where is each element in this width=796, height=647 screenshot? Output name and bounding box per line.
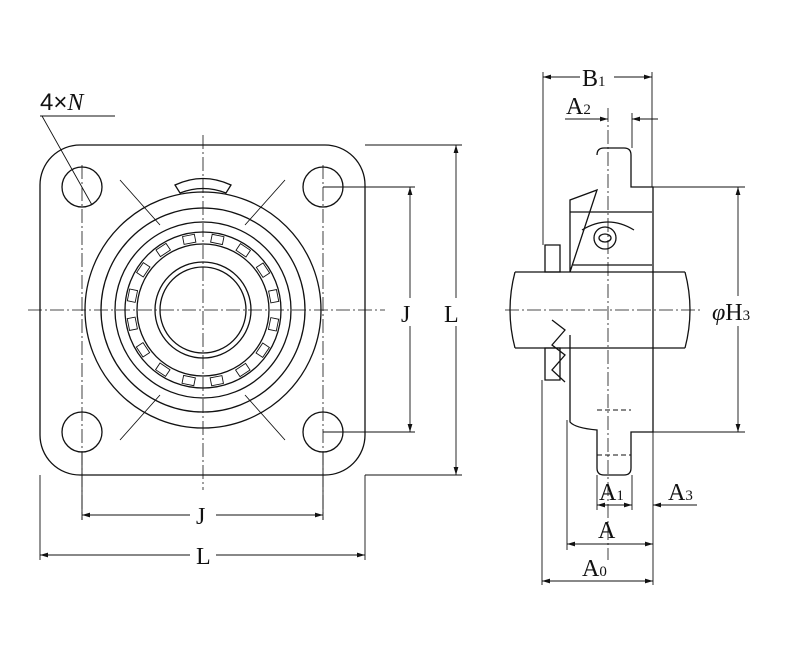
roller bbox=[234, 362, 251, 378]
dim-h3: φH3 bbox=[712, 300, 750, 326]
center-lines bbox=[28, 135, 385, 520]
dim-a0: A0 bbox=[582, 556, 607, 582]
locking-collar bbox=[544, 244, 566, 383]
roller bbox=[209, 375, 224, 387]
roller bbox=[126, 288, 139, 303]
roller bbox=[181, 374, 196, 387]
dim-a2: A2 bbox=[566, 94, 591, 120]
dim-j-horizontal: J bbox=[196, 504, 205, 530]
hole-leader bbox=[40, 115, 115, 206]
holes-label: 4×N bbox=[40, 89, 85, 116]
dim-b1: B1 bbox=[582, 66, 606, 92]
bolt-holes bbox=[61, 166, 344, 453]
dim-a1: A1 bbox=[599, 480, 624, 506]
side-center-lines bbox=[505, 108, 700, 560]
roller bbox=[210, 233, 225, 246]
dim-l-horizontal: L bbox=[196, 544, 211, 570]
grease-nipple bbox=[174, 177, 232, 194]
front-view: J L J L 4×N bbox=[28, 89, 466, 570]
roller bbox=[154, 362, 171, 378]
roller bbox=[268, 289, 280, 304]
dim-a: A bbox=[598, 518, 616, 544]
side-view: B1 A2 φH3 A1 A3 A A0 bbox=[505, 62, 762, 585]
roller bbox=[126, 316, 138, 331]
dim-a3: A3 bbox=[668, 480, 693, 506]
dim-l-vertical: L bbox=[444, 302, 459, 328]
shaft bbox=[509, 271, 691, 349]
dim-j-vertical: J bbox=[401, 302, 410, 328]
roller bbox=[267, 317, 280, 332]
roller bbox=[235, 242, 252, 258]
housing-section bbox=[569, 147, 654, 476]
roller bbox=[155, 242, 172, 258]
roller bbox=[135, 261, 151, 278]
roller bbox=[182, 233, 197, 245]
roller bbox=[255, 342, 271, 359]
roller-elements bbox=[126, 233, 280, 387]
roller bbox=[255, 262, 271, 279]
roller bbox=[135, 341, 151, 358]
